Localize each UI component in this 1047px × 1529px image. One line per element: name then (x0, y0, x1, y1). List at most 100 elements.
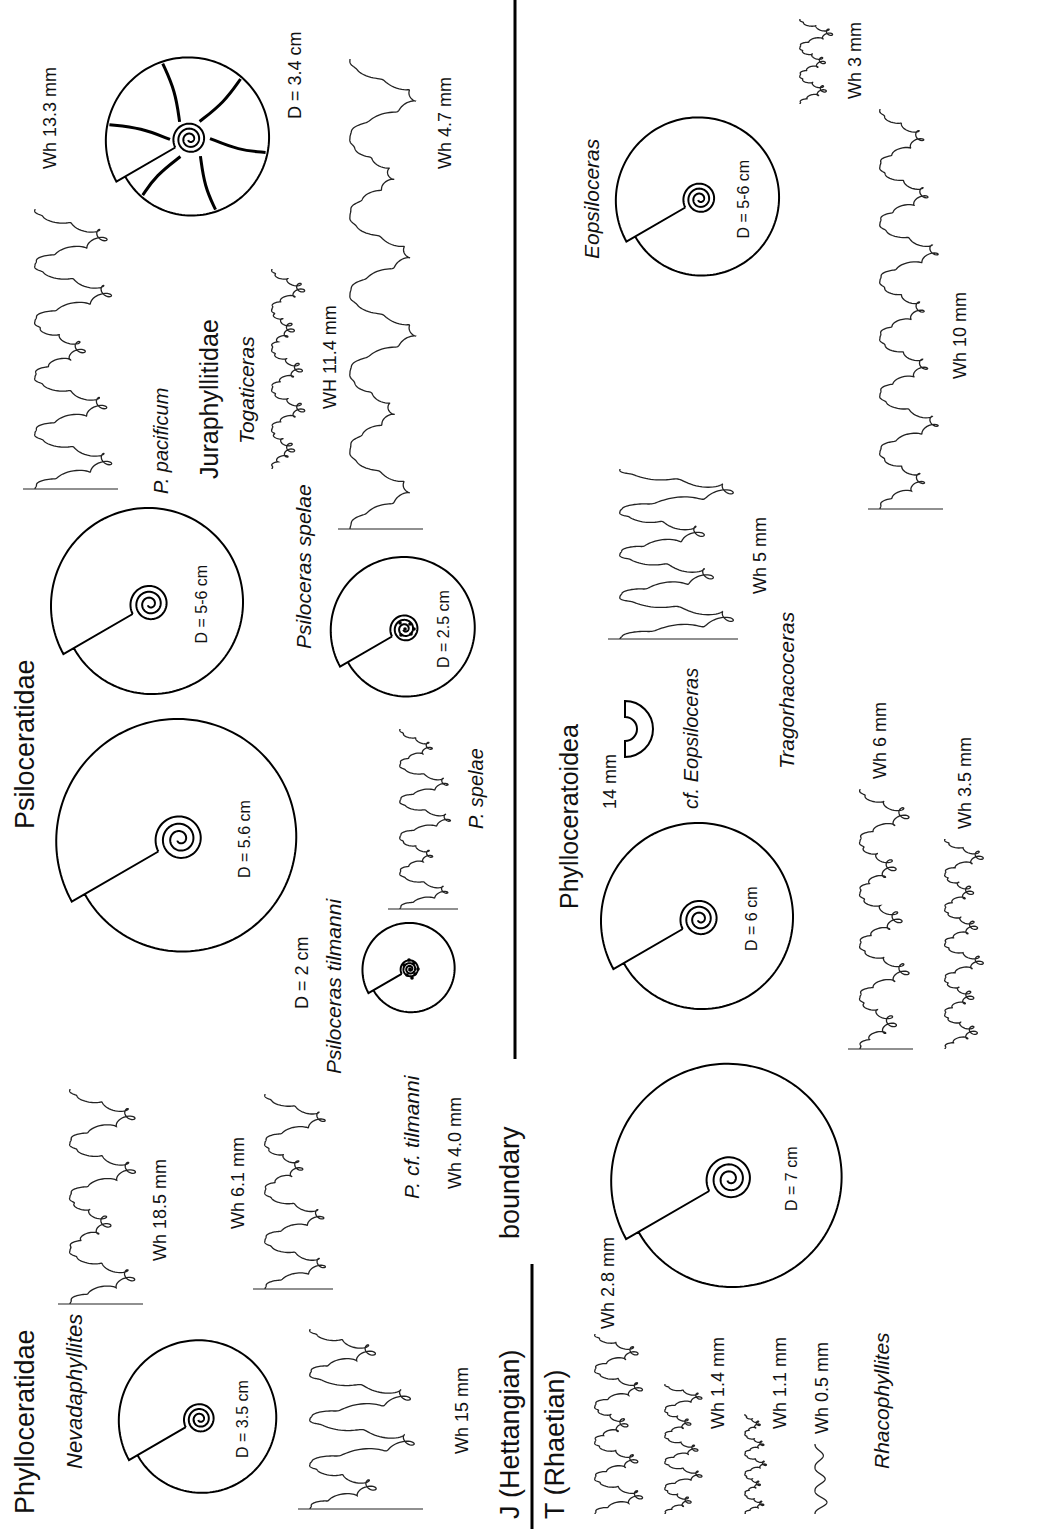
suture-line (745, 1414, 767, 1514)
umbilicus-spiral (184, 1404, 214, 1431)
figure-label: T (Rhaetian) (540, 1369, 571, 1519)
tubercle-dot (405, 973, 409, 977)
shell-drawing (328, 552, 482, 706)
taxon-name: Togaticeras (235, 336, 259, 444)
umbilical-seam-tick (298, 1508, 423, 1509)
umbilical-seam-tick (58, 1303, 143, 1304)
shell-outline (362, 923, 454, 1012)
umbilical-seam-tick (253, 1288, 333, 1289)
umbilical-seam-tick (338, 528, 423, 529)
figure-label: Wh 4.7 mm (435, 77, 456, 169)
diameter-label: D = 5-6 cm (193, 565, 211, 644)
figure-label: Wh 0.5 mm (812, 1342, 833, 1434)
figure-label: Wh 3.5 mm (955, 737, 976, 829)
figure-label: Wh 4.0 mm (445, 1097, 466, 1189)
constriction-rib (200, 156, 215, 210)
figure-label: D = 2 cm (292, 936, 313, 1009)
suture-line (945, 839, 984, 1049)
figure-label: Wh 13.3 mm (40, 67, 61, 169)
suture-line (860, 789, 909, 1049)
taxon-name: cf. Eopsiloceras (680, 668, 703, 809)
suture-line (800, 19, 833, 104)
figure-label: Juraphyllitidae (195, 319, 224, 479)
umbilicus-spiral (683, 184, 714, 212)
tubercle-dot (407, 958, 411, 962)
suture-line (620, 469, 734, 639)
taxon-name: Tragorhacoceras (775, 612, 799, 769)
figure-label: Phylloceratidae (10, 1329, 41, 1514)
diameter-label: D = 7 cm (783, 1147, 801, 1211)
suture-line (272, 269, 305, 469)
diameter-label: D = 6 cm (743, 887, 761, 951)
shell-drawing (598, 817, 802, 1021)
shell-drawing (116, 1335, 284, 1503)
figure-label: Wh 15 mm (452, 1367, 473, 1454)
tubercle-dot (416, 967, 420, 971)
suture-line (350, 59, 416, 529)
shell-drawing (613, 112, 787, 286)
shell-outline (611, 1064, 841, 1287)
umbilical-seam-tick (23, 488, 118, 489)
diameter-label: D = 3.5 cm (234, 1380, 252, 1458)
figure-label: Wh 10 mm (950, 292, 971, 379)
shell-outline (616, 117, 779, 275)
suture-line (665, 1384, 702, 1514)
figure-label: Wh 2.8 mm (598, 1237, 619, 1329)
taxon-name: Psiloceras tilmanni (322, 899, 346, 1074)
suture-line (265, 1094, 326, 1289)
ammonite-shell: D = 2.5 cm (330, 554, 480, 704)
shell-drawing (48, 502, 252, 706)
diameter-label: D = 5-6 cm (735, 160, 753, 239)
shell-outline (119, 1340, 276, 1493)
tubercle-dot (410, 976, 414, 980)
umbilical-seam-tick (868, 508, 943, 509)
constriction-rib (143, 157, 181, 196)
suture-line (595, 1334, 643, 1514)
figure-label: Wh 6 mm (870, 702, 891, 779)
umbilicus-spiral (390, 615, 417, 640)
taxon-name: P. pacificum (150, 388, 173, 494)
figure-label: J (Hettangian) (495, 1349, 526, 1519)
tubercle-dot (412, 961, 416, 965)
constriction-rib (163, 64, 180, 122)
figure-label: boundary (495, 1126, 526, 1239)
suture-line (815, 1444, 827, 1514)
figure-label: D = 3.4 cm (285, 31, 306, 119)
tubercle-dot (402, 963, 406, 967)
suture-line (310, 1329, 415, 1509)
umbilicus-spiral (130, 586, 166, 619)
umbilical-seam-tick (388, 908, 458, 909)
taxon-name: P. spelae (465, 748, 488, 829)
ammonite-shell: D = 5-6 cm (50, 504, 250, 704)
shell-outline (331, 557, 475, 697)
taxon-name: Psiloceras spelae (292, 484, 316, 649)
shell-drawing (53, 712, 307, 966)
ammonite-shell: D = 5-6 cm (615, 114, 785, 284)
shell-outline (106, 57, 269, 215)
umbilical-seam-tick (848, 1048, 913, 1049)
figure-label: Wh 6.1 mm (228, 1137, 249, 1229)
ammonite-shell: D = 3.5 cm (118, 1337, 282, 1501)
suture-line (400, 729, 451, 909)
taxon-name: Eopsiloceras (580, 139, 604, 259)
taxon-name: Nevadaphyllites (62, 1314, 87, 1469)
figure-label: Psiloceratidae (10, 659, 41, 829)
diameter-label: D = 2.5 cm (435, 590, 453, 668)
diameter-label: D = 5.6 cm (236, 800, 254, 878)
tubercle-dot (413, 972, 417, 976)
constriction-rib (210, 139, 266, 153)
umbilicus-spiral (401, 960, 418, 976)
suture-line (35, 209, 112, 489)
figure-label: Wh 1.1 mm (770, 1337, 791, 1429)
umbilical-seam-tick (608, 638, 738, 639)
shell-drawing (608, 1057, 852, 1301)
ammonite-shell: D = 7 cm (610, 1059, 850, 1299)
suture-line (880, 109, 938, 509)
figure-label: Wh 1.4 mm (708, 1337, 729, 1429)
suture-line (70, 1089, 136, 1304)
shell-outline (51, 508, 243, 694)
tubercle-dot (408, 967, 412, 971)
taxon-name: P. cf. tilmanni (400, 1076, 424, 1199)
whorl-section (625, 701, 653, 757)
